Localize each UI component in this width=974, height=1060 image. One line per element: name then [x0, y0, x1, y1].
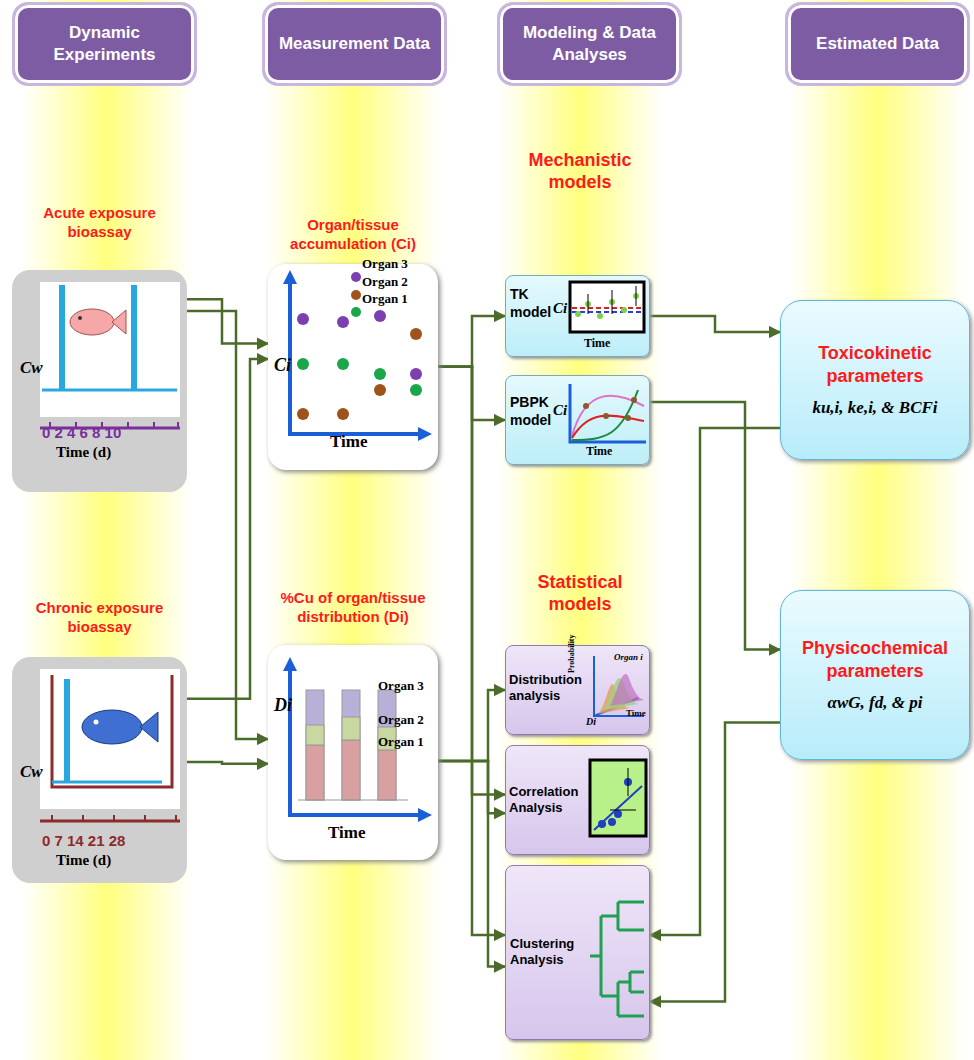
- axis-label: Organ 2: [362, 274, 408, 290]
- axis-label: Time: [626, 708, 646, 718]
- column-band: [22, 0, 192, 1060]
- output-box: Physicochemical parameters αwG, fd, & pi: [780, 590, 970, 760]
- axis-label: Organ 1: [378, 734, 424, 750]
- column-header: Estimated Data: [785, 2, 970, 86]
- axis-label: Ci: [553, 402, 567, 419]
- analysis-box: Correlation Analysis: [505, 745, 650, 855]
- node-text: Physicochemical parameters: [789, 637, 961, 684]
- flow-arrow: [650, 402, 780, 650]
- axis-label: Time (d): [56, 444, 111, 461]
- axis-label: Time: [584, 336, 610, 351]
- node-text: Modeling & Data Analyses: [506, 22, 673, 66]
- flow-arrow: [187, 299, 268, 343]
- axis-label: Probability: [567, 634, 576, 673]
- flow-arrow: [438, 367, 505, 935]
- column-band: [790, 0, 965, 1060]
- axis-label: Organ i: [614, 652, 643, 662]
- flow-arrow: [438, 761, 505, 813]
- analysis-box: PBPK model: [505, 375, 650, 465]
- node-text: Correlation Analysis: [509, 784, 589, 817]
- section-heading: Mechanistic models: [505, 150, 655, 193]
- flow-arrow: [187, 311, 268, 739]
- axis-label: 0 2 4 6 8 10: [42, 424, 121, 441]
- flow-arrow: [438, 761, 505, 967]
- node-text: PBPK model: [510, 394, 556, 429]
- flow-arrow: [438, 690, 505, 761]
- axis-label: Organ 3: [378, 678, 424, 694]
- node-text: Chronic exposure bioassay: [12, 599, 187, 637]
- axis-label: Cw: [20, 358, 43, 378]
- axis-label: Ci: [274, 355, 291, 376]
- axis-label: Time: [586, 444, 612, 459]
- flow-arrow: [187, 762, 268, 764]
- column-header: Modeling & Data Analyses: [497, 2, 682, 86]
- axis-label: Ci: [553, 300, 567, 317]
- flow-arrow: [438, 316, 505, 367]
- flow-arrow: [650, 428, 780, 935]
- node-text: TK model: [510, 286, 554, 321]
- axis-label: Organ 1: [362, 291, 408, 307]
- axis-label: Di: [586, 716, 596, 727]
- column-header: Measurement Data: [262, 2, 447, 86]
- output-box: Toxicokinetic parameters ku,i, ke,i, & BC…: [780, 300, 970, 460]
- analysis-box: TK model: [505, 275, 650, 357]
- node-text: Clustering Analysis: [510, 936, 590, 969]
- axis-label: Time: [330, 432, 367, 452]
- axis-label: 0 7 14 21 28: [42, 832, 125, 849]
- analysis-box: Clustering Analysis: [505, 865, 650, 1040]
- node-text: αwG, fd, & pi: [828, 693, 923, 713]
- axis-label: Di: [274, 695, 292, 716]
- node-text: Measurement Data: [279, 33, 430, 55]
- node-text: ku,i, ke,i, & BCFi: [812, 398, 937, 418]
- column-header: Dynamic Experiments: [12, 2, 197, 86]
- node-text: %Cu of organ/tissue distribution (Di): [268, 589, 438, 627]
- flow-arrow: [650, 723, 780, 1002]
- flow-arrow: [187, 359, 268, 699]
- column-band: [265, 0, 440, 1060]
- node-text: Toxicokinetic parameters: [789, 342, 961, 389]
- axis-label: Organ 3: [362, 256, 408, 272]
- axis-label: Time: [328, 823, 365, 843]
- section-heading: Statistical models: [505, 572, 655, 615]
- axis-label: Cw: [20, 762, 43, 782]
- flow-arrow: [650, 316, 780, 332]
- bioassay-panel: Organ/tissue accumulation (Ci): [268, 212, 438, 470]
- axis-label: Time (d): [56, 852, 111, 869]
- axis-label: Organ 2: [378, 712, 424, 728]
- node-text: Dynamic Experiments: [21, 22, 188, 66]
- node-text: Estimated Data: [816, 33, 939, 55]
- node-text: Acute exposure bioassay: [12, 204, 187, 242]
- node-text: Distribution analysis: [509, 672, 589, 705]
- node-text: Organ/tissue accumulation (Ci): [268, 216, 438, 254]
